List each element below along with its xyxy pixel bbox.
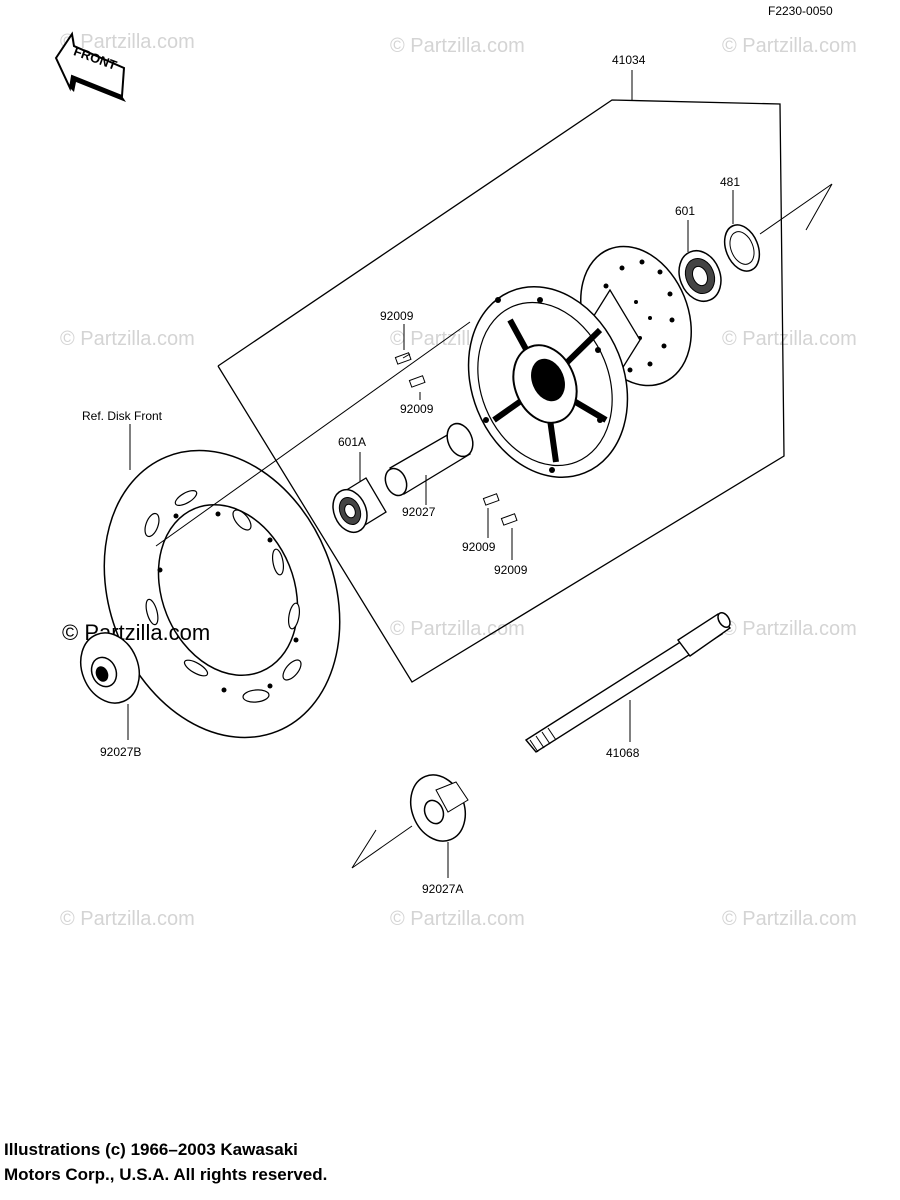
diagram-code: F2230-0050: [768, 4, 833, 18]
label-92009-3: 92009: [462, 540, 496, 554]
watermark: © Partzilla.com: [390, 908, 525, 930]
label-41068: 41068: [606, 746, 640, 760]
label-481: 481: [720, 175, 740, 189]
watermark: © Partzilla.com: [722, 328, 857, 350]
label-601: 601: [675, 204, 695, 218]
spacer-92027: [384, 422, 474, 497]
screw-92009: [500, 513, 518, 526]
bearing-601A: [332, 477, 387, 534]
label-92009-2: 92009: [400, 402, 434, 416]
label-41034: 41034: [612, 53, 646, 67]
watermark: © Partzilla.com: [60, 908, 195, 930]
watermark: © Partzilla.com: [722, 35, 857, 57]
watermark-grid: © Partzilla.com © Partzilla.com © Partzi…: [60, 31, 857, 930]
watermark: © Partzilla.com: [60, 31, 195, 53]
oil-seal-481: [723, 224, 761, 272]
label-601A: 601A: [338, 435, 366, 449]
axis-line-left: [351, 825, 413, 869]
copyright-line-2: Motors Corp., U.S.A. All rights reserved…: [4, 1165, 328, 1184]
copyright-notice: Illustrations (c) 1966–2003 Kawasaki Mot…: [4, 1137, 327, 1187]
axle-41068: [524, 611, 732, 753]
watermark: © Partzilla.com: [390, 618, 525, 640]
watermark: © Partzilla.com: [722, 618, 857, 640]
screw-92009: [482, 493, 500, 506]
watermark: © Partzilla.com: [722, 908, 857, 930]
hub-assembly-outline: [217, 99, 785, 683]
watermark-dark: © Partzilla.com: [62, 620, 210, 645]
reference-label: Ref. Disk Front: [82, 409, 163, 423]
bearing-601: [678, 250, 722, 302]
label-92027: 92027: [402, 505, 436, 519]
screw-92009: [394, 352, 412, 365]
label-92027B: 92027B: [100, 745, 141, 759]
collar-92027A: [409, 774, 469, 842]
label-92009-1: 92009: [380, 309, 414, 323]
axis-line-right: [759, 183, 833, 235]
watermark: © Partzilla.com: [390, 35, 525, 57]
collar-92027B: [79, 632, 141, 704]
wheel-hub: [467, 245, 692, 478]
label-92027A: 92027A: [422, 882, 463, 896]
front-arrow-icon: FRONT: [54, 31, 126, 102]
screw-92009: [408, 375, 426, 388]
label-92009-4: 92009: [494, 563, 528, 577]
alignment-line: [155, 321, 471, 547]
watermark: © Partzilla.com: [60, 328, 195, 350]
brake-disc: [103, 449, 341, 739]
copyright-line-1: Illustrations (c) 1966–2003 Kawasaki: [4, 1140, 298, 1159]
